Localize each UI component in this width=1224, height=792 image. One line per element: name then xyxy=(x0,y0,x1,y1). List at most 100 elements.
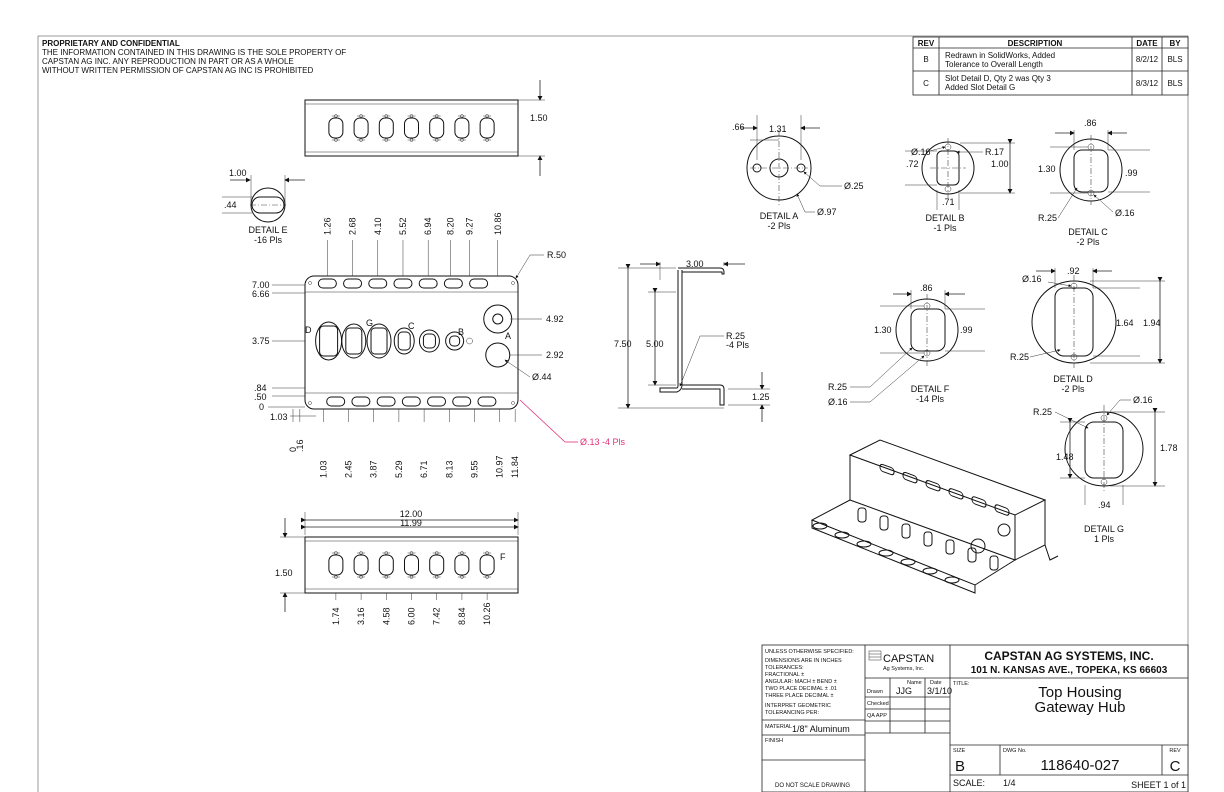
iso-side-opening xyxy=(901,523,911,539)
date-header: Date xyxy=(930,680,942,686)
detail-d-label: DETAIL D xyxy=(1053,374,1093,384)
iso-side-opening xyxy=(879,515,889,531)
top-view-slot xyxy=(404,117,419,139)
iso-top-opening xyxy=(994,504,1010,516)
front-bottom-slot xyxy=(351,396,371,407)
detail-b-hole: Ø.16 xyxy=(911,147,931,157)
front-top-slot xyxy=(393,278,413,289)
detail-letter-a: A xyxy=(505,331,511,341)
detail-f-top: .86 xyxy=(920,283,933,293)
detail-g-left: 1.48 xyxy=(1056,452,1074,462)
detail-f: .86 1.30 .99 R.25 Ø.16 DETAIL F -14 Pls xyxy=(828,283,985,407)
iso-top-opening xyxy=(902,471,918,484)
overall-width: 12.00 xyxy=(400,509,423,519)
detail-b-opening xyxy=(445,331,465,351)
detail-c: .86 1.30 .99 R.25 Ø.16 DETAIL C -2 Pls xyxy=(1038,118,1150,247)
front-top-dim: 8.20 xyxy=(446,217,456,235)
company-name: CAPSTAN AG SYSTEMS, INC. xyxy=(984,649,1153,663)
corner-hole xyxy=(511,401,515,405)
front-top-dim: 6.94 xyxy=(423,217,433,235)
company-address: 101 N. KANSAS AVE., TOPEKA, KS 66603 xyxy=(971,665,1168,676)
corner-hole xyxy=(308,281,312,285)
by-cell: BLS xyxy=(1167,79,1182,88)
iso-side-opening xyxy=(923,531,933,547)
detail-b-bottom: .71 xyxy=(942,197,955,207)
material-value: 1/8" Aluminum xyxy=(792,724,850,734)
scale-value: 1/4 xyxy=(1003,778,1016,788)
front-bottom-dim: 1.03 xyxy=(318,460,328,478)
interp-note: INTERPRET GEOMETRIC xyxy=(765,703,831,709)
detail-a-outer: Ø.97 xyxy=(817,207,837,217)
name-header: Name xyxy=(907,680,922,686)
material-label: MATERIAL xyxy=(765,724,792,730)
bottom-view-dim: 8.84 xyxy=(457,607,467,625)
top-view-height-dim: 1.50 xyxy=(530,113,548,123)
detail-c-qty: -2 Pls xyxy=(1076,237,1100,247)
top-view-slot xyxy=(353,117,369,139)
sheet-border xyxy=(37,35,1189,792)
front-top-slot xyxy=(343,278,363,289)
bend-radius: R.25 xyxy=(726,331,745,341)
revision-row: B Redrawn in SolidWorks, Added Tolerance… xyxy=(923,51,1182,69)
tol-note: TOLERANCES: xyxy=(765,665,804,671)
top-view-slot xyxy=(429,117,445,139)
drawn-date: 3/1/10 xyxy=(927,686,952,696)
drawn-label: Drawn xyxy=(867,689,883,695)
detail-e-width: 1.00 xyxy=(229,168,247,178)
front-bottom-dim: 5.29 xyxy=(394,460,404,478)
detail-e: 1.00 .44 DETAIL E -16 Pls xyxy=(222,168,305,245)
do-not-scale: DO NOT SCALE DRAWING xyxy=(775,783,850,789)
detail-g-bottom: .94 xyxy=(1098,500,1111,510)
detail-d: .92 Ø.16 1.64 1.94 R.25 DETAIL D -2 Pls xyxy=(1010,266,1165,394)
rev-label: REV xyxy=(1169,748,1181,754)
iso-flange-slot xyxy=(878,549,894,557)
detail-d-radius: R.25 xyxy=(1010,352,1029,362)
detail-g-opening xyxy=(366,323,392,359)
flange-width: 3.00 xyxy=(686,259,704,269)
detail-a-width: 1.31 xyxy=(769,124,787,134)
side-view: 3.00 7.50 5.00 R.25 -4 Pls 1.25 xyxy=(614,259,770,422)
bottom-view-slot xyxy=(378,554,394,576)
top-view-slot xyxy=(328,117,344,139)
hole-diameter: Ø.44 xyxy=(532,372,552,382)
rev-cell: B xyxy=(923,55,928,64)
detail-d-top: .92 xyxy=(1067,266,1080,276)
bottom-view-slot xyxy=(328,554,344,576)
front-bottom-slot xyxy=(376,396,396,407)
right-dim: 4.92 xyxy=(546,314,564,324)
dwg-number: 118640-027 xyxy=(1041,757,1120,774)
frac-note: FRACTIONAL ± xyxy=(765,672,804,678)
notice-title: PROPRIETARY AND CONFIDENTIAL xyxy=(42,39,180,48)
detail-g-label: DETAIL G xyxy=(1084,524,1124,534)
notice-line: THE INFORMATION CONTAINED IN THIS DRAWIN… xyxy=(42,48,346,57)
detail-a-offset: .66 xyxy=(732,122,745,132)
detail-letter-c: C xyxy=(408,321,415,331)
rev-cell: C xyxy=(923,79,929,88)
top-view: 1.50 xyxy=(304,80,548,176)
front-top-dim: 2.68 xyxy=(348,217,358,235)
iso-flange-slot xyxy=(856,540,872,548)
revision-row: C Slot Detail D, Qty 2 was Qty 3 Added S… xyxy=(923,74,1182,92)
front-top-slot xyxy=(469,278,489,289)
front-bottom-dim: 8.13 xyxy=(444,460,454,478)
front-bottom-dim: 11.84 xyxy=(510,456,520,478)
detail-d-outer: 1.94 xyxy=(1143,318,1161,328)
scale-label: SCALE: xyxy=(953,778,985,788)
bottom-view-slot xyxy=(429,554,445,576)
detail-letter-g: G xyxy=(366,318,373,328)
sheet-number: SHEET 1 of 1 xyxy=(1131,780,1186,790)
detail-d-qty: -2 Pls xyxy=(1061,384,1085,394)
title-label: TITLE: xyxy=(953,681,970,687)
corner-radius: R.50 xyxy=(547,250,566,260)
left-dim: 0 xyxy=(259,402,264,412)
checked-label: Checked xyxy=(867,701,889,707)
left-dim: 3.75 xyxy=(252,336,270,346)
front-bottom-slot xyxy=(427,396,447,407)
rev-value: C xyxy=(1170,758,1181,775)
iso-flange-slot xyxy=(922,567,938,575)
notice-line: WITHOUT WRITTEN PERMISSION OF CAPSTAN AG… xyxy=(42,66,314,75)
description-header: DESCRIPTION xyxy=(1008,39,1063,48)
detail-b-qty: -1 Pls xyxy=(933,223,957,233)
